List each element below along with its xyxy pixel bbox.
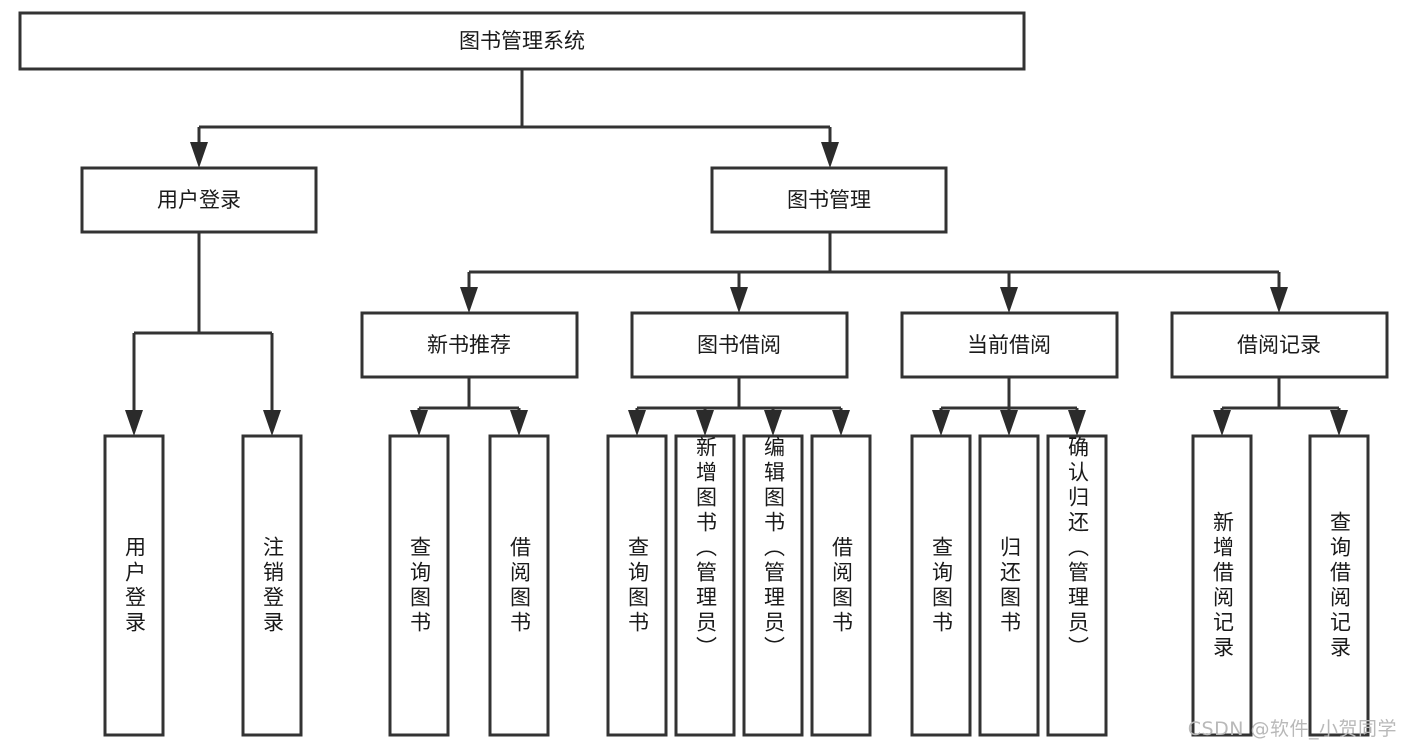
node-leaf-add-record-box[interactable] [1191,434,1253,737]
node-book-borrow-box[interactable] [630,311,849,379]
node-new-book-rec-label: 新书推荐 [427,333,511,357]
node-user-login[interactable]: 用户登录 [80,166,318,234]
node-current-borrow[interactable]: 当前借阅 [900,311,1119,379]
node-leaf-edit-book-box[interactable] [742,434,804,737]
arrow-head-userlogin [190,142,208,168]
arrow-head-leaf-borrow-book-1 [510,410,528,436]
node-leaf-query-book-1-box[interactable] [388,434,450,737]
node-current-borrow-box[interactable] [900,311,1119,379]
node-leaf-return-book-box[interactable] [978,434,1040,737]
node-leaf-confirm-return-box[interactable] [1046,434,1108,737]
node-book-manage-label: 图书管理 [787,188,871,212]
node-borrow-record[interactable]: 借阅记录 [1170,311,1389,379]
node-leaf-add-book-box[interactable] [674,434,736,737]
arrow-head-borrow-record [1270,287,1288,313]
arrow-head-current-borrow [1000,287,1018,313]
node-leaf-borrow-book-2-box[interactable] [810,434,872,737]
arrow-head-leaf-add-book [696,410,714,436]
arrow-head-leaf-query-book-2 [628,410,646,436]
node-borrow-record-box[interactable] [1170,311,1389,379]
node-leaf-user-logout-box[interactable] [241,434,303,737]
node-borrow-record-label: 借阅记录 [1237,333,1321,357]
csdn-watermark: CSDN @软件_小贺同学 [1187,718,1397,740]
node-current-borrow-label: 当前借阅 [967,333,1051,357]
arrow-head-leaf-query-book-1 [410,410,428,436]
node-user-login-box[interactable] [80,166,318,234]
node-root[interactable]: 图书管理系统 [18,11,1026,71]
node-layer: 图书管理系统 用户登录 图书管理 新书推荐 图书借阅 当前 [18,11,1389,737]
arrow-head-book-borrow [730,287,748,313]
arrow-head-leaf-query-book-3 [932,410,950,436]
node-leaf-query-book-2-box[interactable] [606,434,668,737]
node-root-box[interactable] [18,11,1026,71]
connector-layer [125,69,1348,436]
node-user-login-label: 用户登录 [157,188,241,212]
arrow-head-leaf-return-book [1000,410,1018,436]
arrow-head-leaf-user-login [125,410,143,436]
arrow-head-new-book-rec [460,287,478,313]
arrow-head-leaf-confirm-return [1068,410,1086,436]
node-leaf-user-login-box[interactable] [103,434,165,737]
arrow-head-bookmanage [821,142,839,168]
arrow-head-leaf-borrow-book-2 [832,410,850,436]
node-leaf-borrow-book-1-box[interactable] [488,434,550,737]
node-new-book-rec[interactable]: 新书推荐 [360,311,579,379]
node-new-book-rec-box[interactable] [360,311,579,379]
node-book-manage-box[interactable] [710,166,948,234]
node-book-borrow-label: 图书借阅 [697,333,781,357]
arrow-head-leaf-edit-book [764,410,782,436]
node-leaf-query-record-box[interactable] [1308,434,1370,737]
arrow-head-leaf-add-record [1213,410,1231,436]
node-book-borrow[interactable]: 图书借阅 [630,311,849,379]
arrow-head-leaf-query-record [1330,410,1348,436]
node-root-label: 图书管理系统 [459,29,585,53]
arrow-head-leaf-user-logout [263,410,281,436]
node-leaf-query-book-3-box[interactable] [910,434,972,737]
node-book-manage[interactable]: 图书管理 [710,166,948,234]
